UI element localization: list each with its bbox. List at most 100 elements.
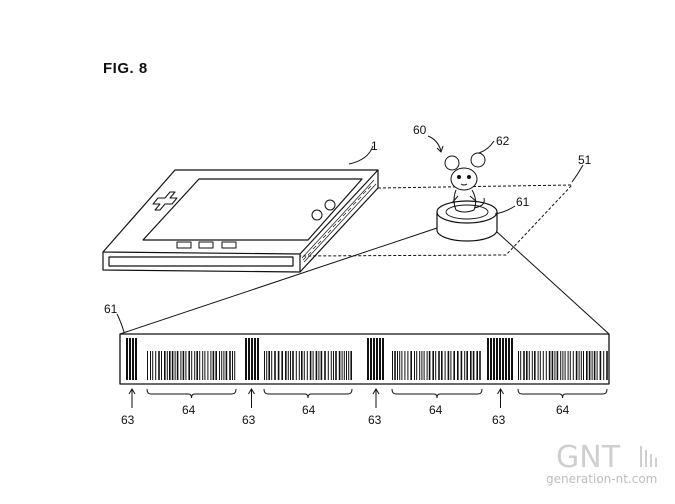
barcode-bar — [564, 351, 566, 380]
barcode-bar — [199, 351, 201, 380]
barcode-bar — [432, 351, 434, 380]
barcode-bar — [382, 338, 384, 380]
barcode-bar — [399, 351, 401, 380]
barcode-bar — [586, 351, 588, 380]
barcode-bar — [444, 351, 446, 380]
barcode-bar — [161, 351, 162, 380]
barcode-bar — [306, 351, 308, 380]
barcode-bar — [441, 351, 443, 380]
barcode-bar — [215, 351, 217, 380]
figure-title: FIG. 8 — [103, 60, 148, 77]
barcode-bar — [268, 351, 270, 380]
barcode-bar — [410, 351, 412, 380]
label-character: 62 — [496, 134, 510, 148]
code-strip — [116, 313, 610, 385]
barcode-bar — [257, 338, 259, 380]
label-data-code: 64 — [302, 403, 316, 417]
device-screen — [142, 178, 363, 241]
barcode-bar — [560, 351, 562, 380]
barcode-bar — [450, 351, 452, 380]
label-data-code: 64 — [182, 403, 196, 417]
device-button — [311, 209, 323, 221]
label-device: 1 — [371, 139, 378, 153]
barcode-bar — [212, 351, 215, 380]
barcode-bar — [593, 351, 596, 380]
barcode-bar — [499, 338, 501, 380]
barcode-bar — [551, 351, 554, 380]
barcode-bar — [428, 351, 431, 380]
barcode-bar — [414, 351, 415, 380]
game-device — [102, 145, 379, 273]
barcode-bar — [350, 351, 352, 380]
barcode-bar — [376, 338, 378, 380]
barcode-bar — [588, 351, 591, 380]
barcode-bar — [315, 351, 318, 380]
barcode-bar — [511, 338, 513, 380]
barcode-bar — [281, 351, 283, 380]
barcode-bar — [534, 351, 536, 380]
barcode-bar — [210, 351, 212, 380]
barcode-bar — [264, 351, 265, 380]
data-code-bracket — [263, 388, 353, 399]
label-data-code: 64 — [556, 403, 570, 417]
barcode-bar — [502, 338, 504, 380]
label-data-code: 64 — [429, 403, 443, 417]
barcode-bar — [520, 351, 522, 380]
barcode-bar — [562, 351, 564, 380]
barcode-bar — [578, 351, 580, 380]
label-start-code: 63 — [492, 413, 506, 427]
start-code-arrow — [372, 388, 380, 408]
barcode-bar — [204, 351, 206, 380]
label-strip: 61 — [104, 302, 118, 316]
barcode-bar — [531, 351, 533, 380]
start-code-arrow — [248, 388, 255, 408]
barcode-bar — [135, 338, 137, 380]
barcode-bar — [394, 351, 396, 380]
barcode-bar — [460, 351, 463, 380]
barcode-bar — [274, 351, 276, 380]
barcode-bar — [333, 351, 334, 380]
barcode-bar — [421, 351, 423, 380]
barcode-bar — [346, 351, 347, 380]
barcode-bar — [251, 338, 253, 380]
barcode-bar — [182, 351, 185, 380]
start-code-arrow — [128, 388, 136, 408]
barcode-bar — [367, 338, 369, 380]
barcode-bar — [496, 338, 498, 380]
barcode-bar — [341, 351, 343, 380]
barcode-bar — [266, 351, 268, 380]
barcode-bar — [580, 351, 582, 380]
barcode-bar — [191, 351, 193, 380]
barcode-bar — [457, 351, 459, 380]
barcode-bar — [583, 351, 584, 380]
code-brackets — [128, 388, 608, 408]
device-button — [324, 199, 336, 211]
barcode-bar — [324, 351, 326, 380]
barcode-bar — [176, 351, 179, 380]
barcode-bar — [472, 351, 475, 380]
barcode-bar — [470, 351, 472, 380]
barcode-bar — [194, 351, 196, 380]
watermark-logo: GNT — [556, 440, 621, 475]
barcode-bar — [174, 351, 176, 380]
barcode-bar — [248, 338, 250, 380]
barcode-bar — [271, 351, 273, 380]
barcode-bar — [479, 351, 481, 380]
device-button — [221, 241, 237, 249]
barcode-bar — [150, 351, 151, 380]
start-code-arrow — [497, 388, 504, 408]
barcode-bar — [542, 351, 544, 380]
label-figurine: 60 — [413, 123, 427, 137]
watermark-site: generation-nt.com — [546, 472, 657, 486]
barcode-bar — [575, 351, 578, 380]
watermark: GNT generation-nt.com — [546, 440, 657, 486]
barcode-bar — [330, 351, 332, 380]
barcode-bar — [277, 351, 280, 380]
barcode-bar — [348, 351, 350, 380]
barcode-bar — [171, 351, 174, 380]
barcode-bar — [554, 351, 556, 380]
barcode-bar — [292, 351, 294, 380]
data-code-bracket — [517, 388, 608, 399]
